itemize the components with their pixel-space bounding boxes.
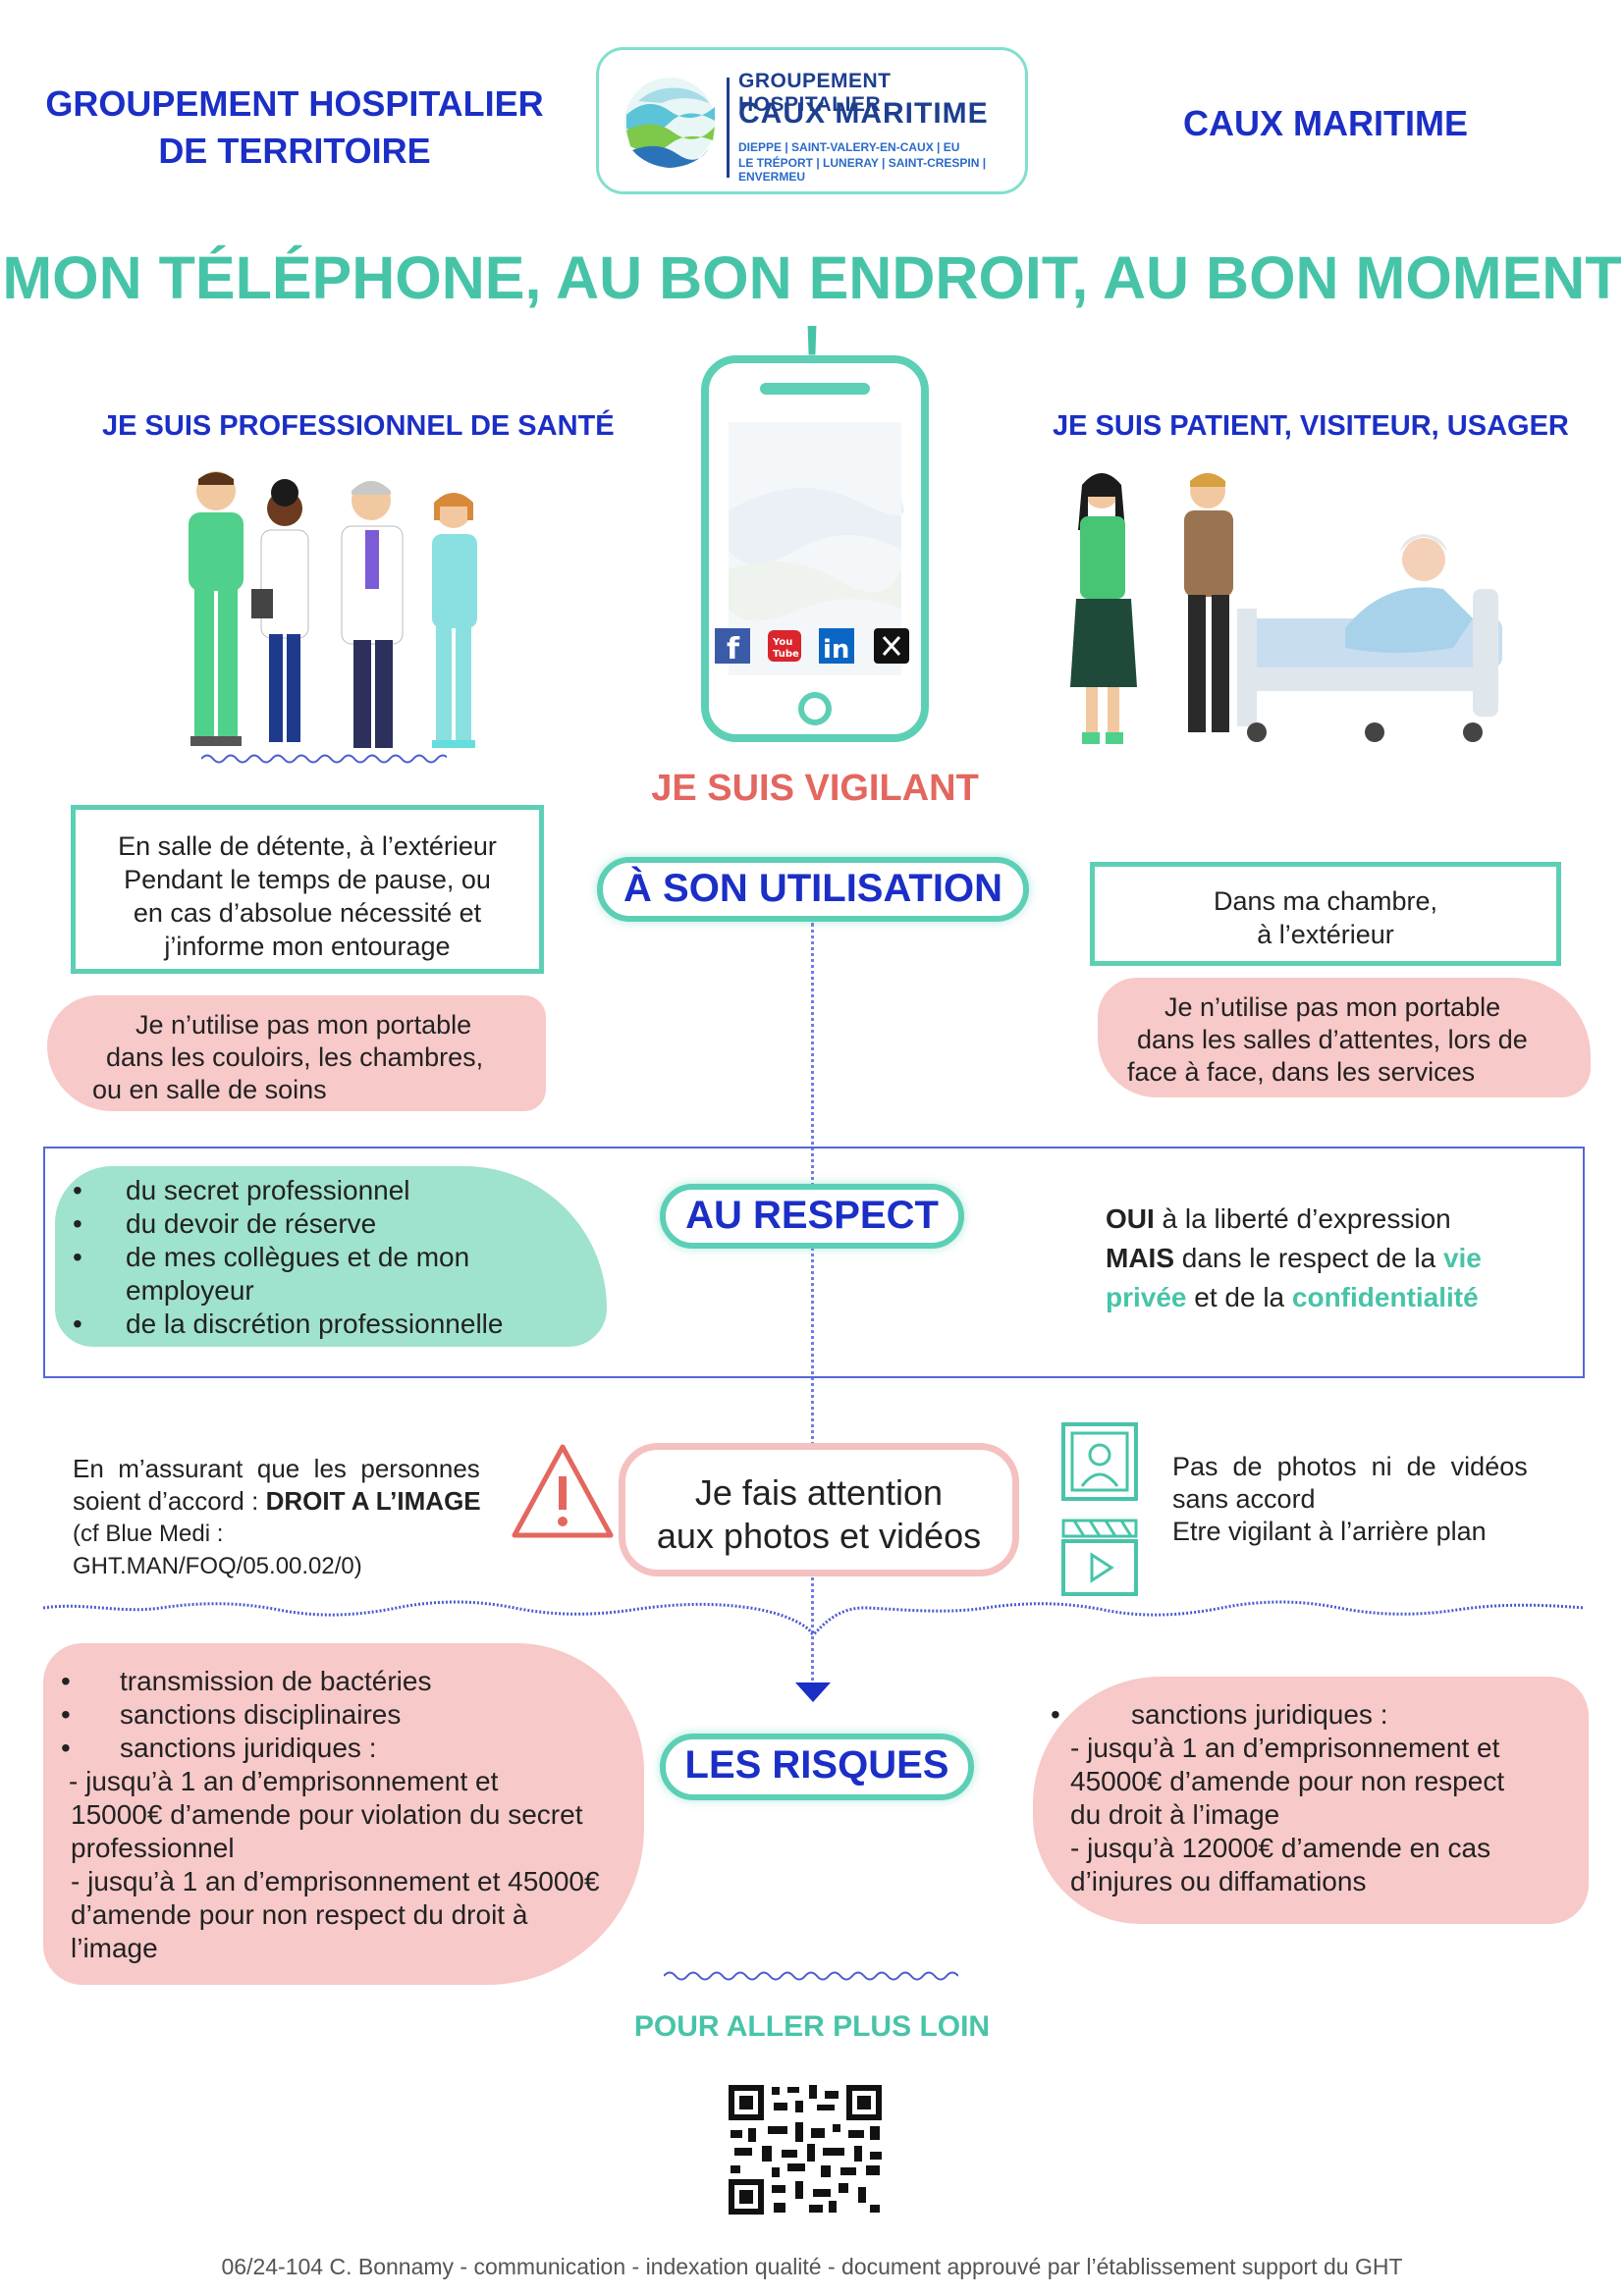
risque-right-text-1: - jusqu’à 1 an d’emprisonnement et bbox=[1070, 1733, 1500, 1763]
section-divider-wave bbox=[43, 1600, 1585, 1636]
left-warning-line2: dans les couloirs, les chambres, bbox=[106, 1042, 484, 1072]
oui-text: à la liberté d’expression bbox=[1154, 1203, 1451, 1234]
utilisation-left-warning: Je n’utilise pas mon portable dans les c… bbox=[47, 995, 546, 1111]
header-left: GROUPEMENT HOSPITALIER DE TERRITOIRE bbox=[39, 80, 550, 175]
logo-line4: LE TRÉPORT | LUNERAY | SAINT-CRESPIN | E… bbox=[738, 156, 987, 184]
portrait-photo-icon bbox=[1060, 1421, 1139, 1502]
droit-image-line1: En m’assurant que les personnes bbox=[73, 1454, 480, 1483]
logo-line2: CAUX MARITIME bbox=[738, 97, 989, 130]
photos-videos-line2: aux photos et vidéos bbox=[656, 1516, 982, 1556]
risque-left-text-4: - jusqu’à 1 an d’emprisonnement et 45000… bbox=[71, 1866, 600, 1896]
photos-rule-line2: sans accord bbox=[1172, 1484, 1316, 1514]
risques-left: transmission de bactéries sanctions disc… bbox=[43, 1643, 644, 1985]
left-warning-line3: ou en salle de soins bbox=[92, 1075, 327, 1104]
left-warning-line1: Je n’utilise pas mon portable bbox=[135, 1010, 472, 1040]
utilisation-right-box: Dans ma chambre, à l’extérieur bbox=[1090, 862, 1561, 966]
header-left-line2: DE TERRITOIRE bbox=[158, 131, 431, 171]
utilisation-label: À SON UTILISATION bbox=[597, 857, 1029, 922]
patients-visitors-illustration bbox=[1070, 473, 1502, 744]
oui-label: OUI bbox=[1106, 1203, 1155, 1234]
droit-image-label: DROIT A L’IMAGE bbox=[265, 1486, 481, 1516]
mais-text: dans le respect de la bbox=[1174, 1243, 1443, 1273]
risques-label: LES RISQUES bbox=[660, 1734, 974, 1800]
bottom-divider-wave bbox=[664, 1971, 958, 1981]
vigilant-label: JE SUIS VIGILANT bbox=[651, 768, 979, 809]
respect-frame bbox=[43, 1147, 1585, 1378]
logo-line3: DIEPPE | SAINT-VALERY-EN-CAUX | EU bbox=[738, 140, 960, 154]
confidentialite-text: confidentialité bbox=[1291, 1282, 1479, 1312]
header-right: CAUX MARITIME bbox=[1183, 103, 1468, 143]
svg-text:f: f bbox=[727, 632, 740, 664]
droit-image-line2a: soient d’accord : bbox=[73, 1486, 266, 1516]
risques-right: sanctions juridiques : - jusqu’à 1 an d’… bbox=[1033, 1677, 1589, 1924]
page-title: MON TÉLÉPHONE, AU BON ENDROIT, AU BON MO… bbox=[2, 244, 1622, 380]
risque-right-text-5: d’injures ou diffamations bbox=[1070, 1866, 1367, 1896]
respect-item-1: du secret professionnel bbox=[55, 1174, 607, 1207]
photos-videos-line1: Je fais attention bbox=[694, 1472, 944, 1513]
risque-left-item-2: sanctions disciplinaires bbox=[43, 1698, 644, 1732]
svg-text:Tube: Tube bbox=[773, 649, 799, 660]
utilisation-left-box: En salle de détente, à l’extérieur Penda… bbox=[71, 805, 544, 974]
utilisation-right-line1: Dans ma chambre, bbox=[1213, 886, 1438, 916]
linkedin-icon[interactable]: in bbox=[819, 628, 854, 664]
respect-item-4: de la discrétion professionnelle bbox=[55, 1308, 607, 1341]
svg-text:You: You bbox=[772, 637, 792, 648]
risque-left-text-1: - jusqu’à 1 an d’emprisonnement et bbox=[69, 1766, 499, 1796]
svg-text:in: in bbox=[823, 635, 849, 664]
droit-image-ref: (cf Blue Medi : GHT.MAN/FOQ/05.00.02/0) bbox=[73, 1521, 362, 1579]
risque-left-item-3: sanctions juridiques : bbox=[43, 1732, 644, 1765]
utilisation-left-line4: j’informe mon entourage bbox=[164, 932, 451, 961]
right-warning-line3: face à face, dans les services bbox=[1127, 1057, 1476, 1087]
left-divider-wave bbox=[201, 754, 447, 764]
logo-emblem-icon bbox=[624, 78, 715, 168]
x-icon[interactable] bbox=[874, 628, 909, 664]
health-professionals-illustration bbox=[189, 471, 477, 748]
risque-left-text-6: l’image bbox=[71, 1933, 158, 1963]
right-warning-line2: dans les salles d’attentes, lors de bbox=[1137, 1025, 1528, 1054]
respect-left-list: du secret professionnel du devoir de rés… bbox=[55, 1166, 607, 1347]
photos-rules-text: Pas de photos ni de vidéos sans accord E… bbox=[1172, 1451, 1565, 1548]
utilisation-right-line2: à l’extérieur bbox=[1257, 920, 1394, 949]
photos-rule-line1: Pas de photos ni de vidéos bbox=[1172, 1452, 1528, 1481]
down-arrow-icon bbox=[795, 1682, 831, 1702]
risque-left-text-5: d’amende pour non respect du droit à bbox=[71, 1899, 528, 1930]
et-text: et de la bbox=[1186, 1282, 1292, 1312]
risque-left-text-3: professionnel bbox=[71, 1833, 235, 1863]
plus-loin-label: POUR ALLER PLUS LOIN bbox=[633, 2010, 991, 2043]
risque-left-item-1: transmission de bactéries bbox=[43, 1665, 644, 1698]
photos-videos-box: Je fais attention aux photos et vidéos bbox=[619, 1443, 1019, 1576]
facebook-icon[interactable]: f bbox=[715, 628, 750, 664]
qr-code-icon[interactable] bbox=[727, 2083, 884, 2216]
privee-text: privée bbox=[1106, 1282, 1187, 1312]
video-clapper-icon bbox=[1060, 1518, 1139, 1598]
utilisation-left-line2: Pendant le temps de pause, ou bbox=[124, 865, 491, 894]
utilisation-left-line1: En salle de détente, à l’extérieur bbox=[118, 831, 497, 861]
header-left-line1: GROUPEMENT HOSPITALIER bbox=[45, 83, 544, 124]
left-heading: JE SUIS PROFESSIONNEL DE SANTÉ bbox=[102, 410, 615, 442]
respect-item-2: du devoir de réserve bbox=[55, 1207, 607, 1241]
risque-right-item-1: sanctions juridiques : bbox=[1033, 1698, 1589, 1732]
right-heading: JE SUIS PATIENT, VISITEUR, USAGER bbox=[1053, 410, 1569, 442]
risque-right-text-2: 45000€ d’amende pour non respect bbox=[1070, 1766, 1505, 1796]
photos-rule-line3: Etre vigilant à l’arrière plan bbox=[1172, 1517, 1487, 1546]
logo: GROUPEMENT HOSPITALIER CAUX MARITIME DIE… bbox=[596, 47, 1028, 194]
respect-label: AU RESPECT bbox=[660, 1184, 964, 1249]
mais-label: MAIS bbox=[1106, 1243, 1174, 1273]
logo-line1: GROUPEMENT HOSPITALIER bbox=[738, 70, 892, 116]
respect-right-text: OUI à la liberté d’expression MAIS dans … bbox=[1106, 1200, 1577, 1317]
droit-image-text: En m’assurant que les personnes soient d… bbox=[73, 1453, 514, 1582]
utilisation-left-line3: en cas d’absolue nécessité et bbox=[133, 898, 482, 928]
utilisation-right-warning: Je n’utilise pas mon portable dans les s… bbox=[1098, 978, 1591, 1097]
risque-left-text-2: 15000€ d’amende pour violation du secret bbox=[71, 1799, 583, 1830]
risque-right-text-3: du droit à l’image bbox=[1070, 1799, 1280, 1830]
respect-item-3: de mes collègues et de mon employeur bbox=[55, 1241, 499, 1308]
vie-text: vie bbox=[1442, 1243, 1482, 1273]
right-warning-line1: Je n’utilise pas mon portable bbox=[1164, 992, 1501, 1022]
warning-icon bbox=[512, 1444, 614, 1538]
footer-text: 06/24-104 C. Bonnamy - communication - i… bbox=[221, 2254, 1403, 2279]
risque-right-text-4: - jusqu’à 12000€ d’amende en cas bbox=[1070, 1833, 1491, 1863]
central-timeline bbox=[811, 923, 814, 1688]
